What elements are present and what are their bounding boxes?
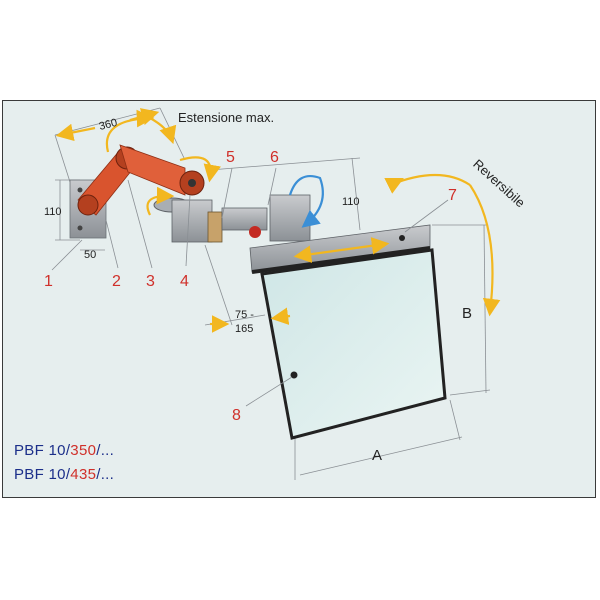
dim-165-label: 165 [235, 323, 253, 335]
part-number-8: 8 [232, 407, 241, 424]
model-prefix: PBF 10/ [14, 466, 71, 483]
dim-75-label: 75 - [235, 309, 254, 321]
dim-110-left-label: 110 [44, 206, 62, 218]
model-code-2: PBF 10/435/... [14, 466, 114, 483]
part-number-3: 3 [146, 273, 155, 290]
part-number-6: 6 [270, 149, 279, 166]
model-suffix: /... [96, 466, 115, 483]
model-prefix: PBF 10/ [14, 442, 71, 459]
part-number-2: 2 [112, 273, 121, 290]
part-number-5: 5 [226, 149, 235, 166]
glass-shield [249, 224, 447, 440]
motion-arrows [55, 108, 501, 333]
model-code-1: PBF 10/350/... [14, 442, 114, 459]
articulated-arm [77, 144, 205, 216]
model-size: 350 [70, 442, 97, 459]
rotation-arrow [288, 174, 324, 228]
title-label: Estensione max. [178, 110, 274, 125]
dim-b-label: B [462, 305, 472, 322]
model-size: 435 [70, 466, 97, 483]
dim-a-label: A [372, 447, 382, 464]
dim-360-label: 360 [98, 117, 119, 133]
part-number-7: 7 [448, 187, 457, 204]
part-number-4: 4 [180, 273, 189, 290]
model-suffix: /... [96, 442, 115, 459]
joint-block [153, 194, 311, 243]
part-leaders [51, 167, 449, 407]
dim-110-right-label: 110 [342, 196, 360, 208]
dim-50-label: 50 [84, 249, 96, 261]
part-number-1: 1 [44, 273, 53, 290]
